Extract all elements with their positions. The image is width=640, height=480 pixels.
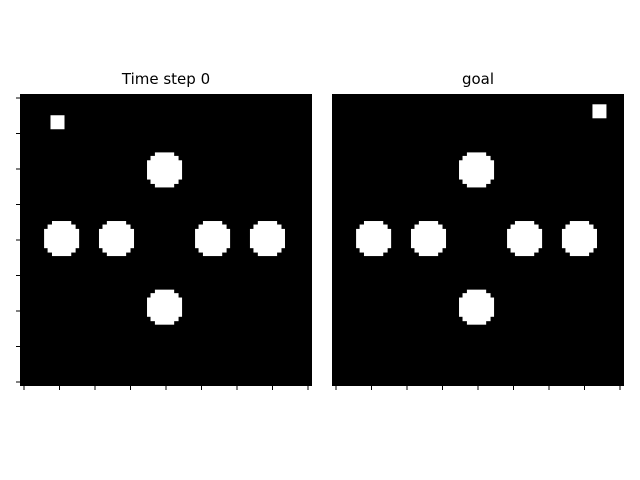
obstacle: [150, 155, 179, 184]
agent-square: [592, 104, 607, 119]
panel-title-right: goal: [461, 70, 495, 88]
obstacle: [150, 293, 179, 322]
obstacle: [198, 224, 227, 253]
panel-title-left: Time step 0: [121, 70, 211, 88]
obstacle: [102, 224, 131, 253]
obstacle: [565, 224, 594, 253]
obstacle: [359, 224, 388, 253]
obstacle: [47, 224, 76, 253]
obstacle: [462, 155, 491, 184]
obstacle: [510, 224, 539, 253]
obstacle: [414, 224, 443, 253]
obstacle: [253, 224, 282, 253]
agent-square: [50, 115, 65, 130]
obstacle: [462, 293, 491, 322]
